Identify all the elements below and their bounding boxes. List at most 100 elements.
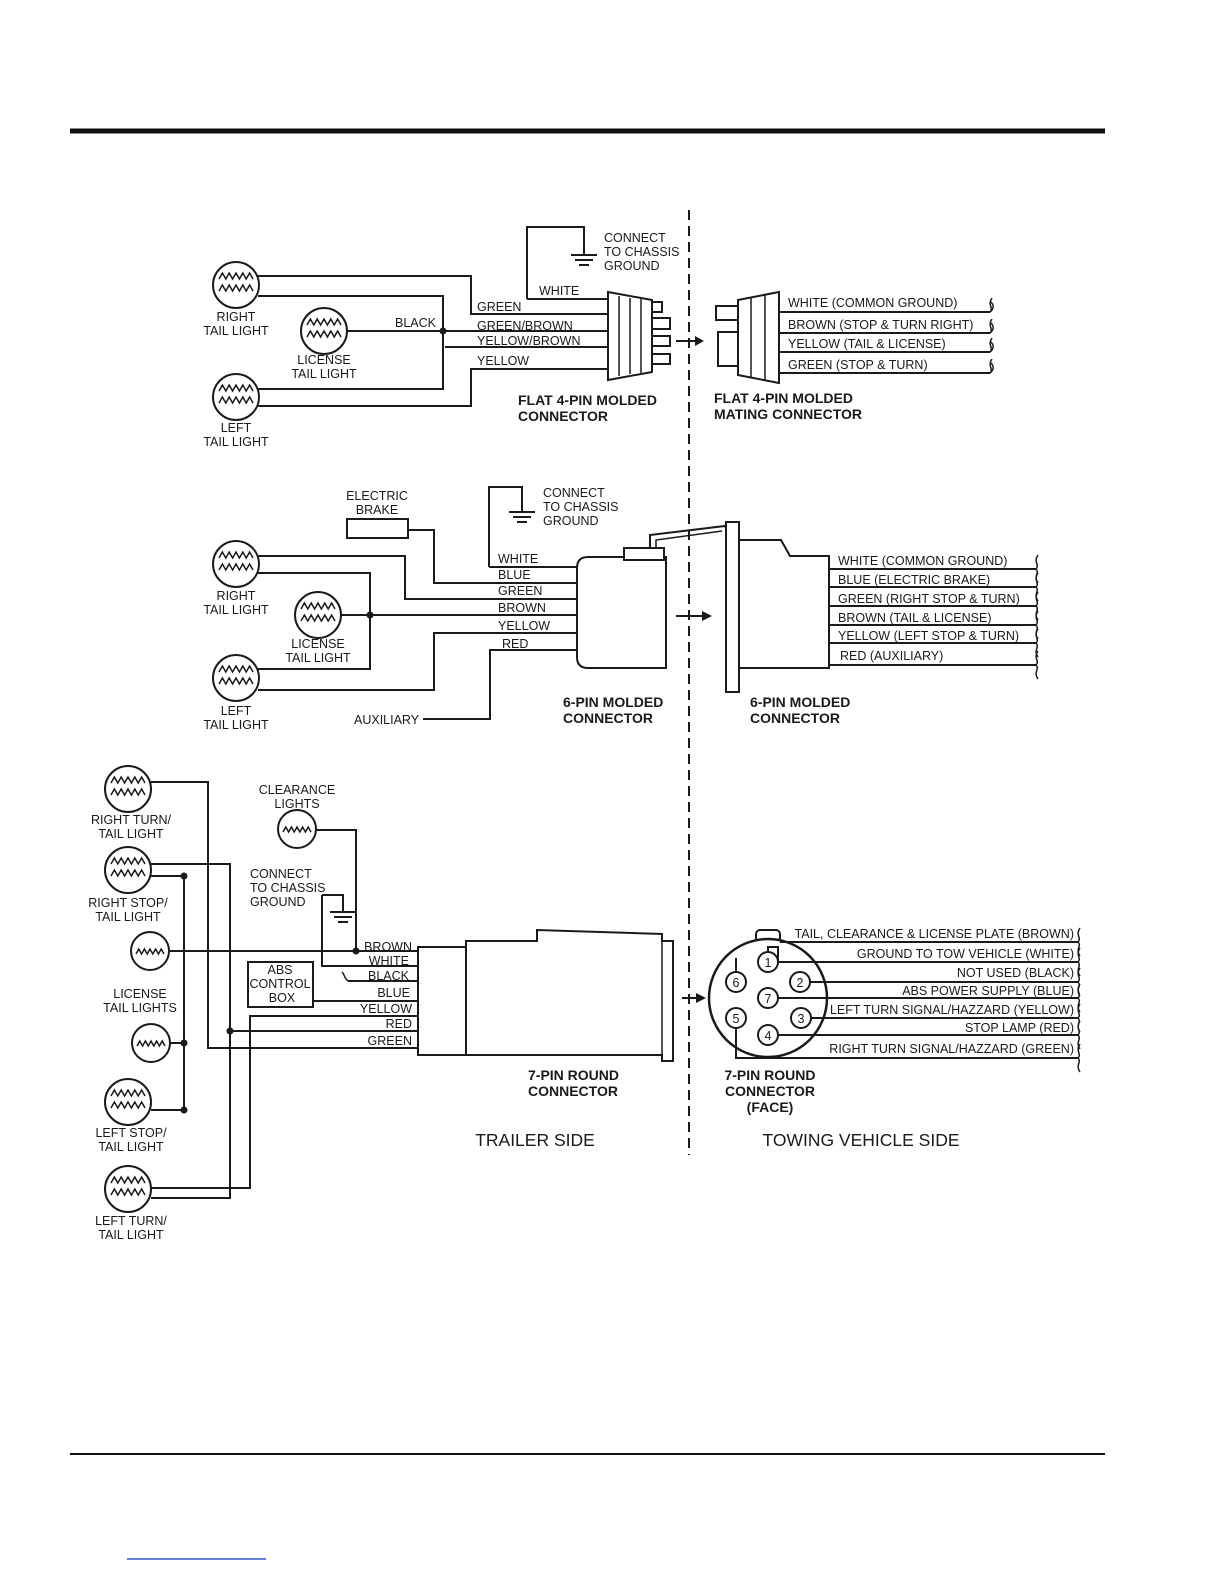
left-turn-tail-light-icon [104, 1165, 152, 1213]
d3-face-label-3: (FACE) [747, 1099, 794, 1115]
d1-mating-label-1: FLAT 4-PIN MOLDED [714, 390, 853, 406]
d1-ground-label-1: CONNECT [604, 231, 666, 245]
d3-ground-label-3: GROUND [250, 895, 306, 909]
d3-license-label-1: LICENSE [113, 987, 167, 1001]
pin-5: 5 [725, 1007, 747, 1029]
d2-wire-brown: BROWN [498, 601, 546, 615]
pin-1: 1 [757, 951, 779, 973]
svg-text:6: 6 [733, 976, 740, 990]
left-stop-tail-light-icon [104, 1078, 152, 1126]
seven-pin-diagram: 1 2 3 4 5 6 7 RIGHT TURN/ TAIL LIGHT RIG… [88, 765, 1081, 1242]
d1-ground-label-2: TO CHASSIS [604, 245, 679, 259]
d2-brake-label-1: ELECTRIC [346, 489, 408, 503]
d1-left-tail-label-2: TAIL LIGHT [203, 435, 269, 449]
d3-right-stop-label-1: RIGHT STOP/ [88, 896, 168, 910]
right-tail-light-icon [212, 261, 260, 309]
d2-vehicle-wire-4: BROWN (TAIL & LICENSE) [838, 611, 992, 625]
d2-wire-white: WHITE [498, 552, 538, 566]
license-tail-light-icon [300, 307, 348, 355]
d3-vehicle-wire-4: ABS POWER SUPPLY (BLUE) [902, 984, 1074, 998]
license-tail-light-icon [294, 591, 342, 639]
d2-wire-red: RED [502, 637, 528, 651]
d1-wire-green: GREEN [477, 300, 521, 314]
pin-2: 2 [789, 971, 811, 993]
flat-4pin-diagram: CONNECT TO CHASSIS GROUND RIGHT TAIL LIG… [203, 226, 994, 449]
d3-vehicle-wire-3: NOT USED (BLACK) [957, 966, 1074, 980]
d3-clearance-label-2: LIGHTS [274, 797, 319, 811]
d3-left-stop-label-2: TAIL LIGHT [98, 1140, 164, 1154]
d3-left-stop-label-1: LEFT STOP/ [95, 1126, 167, 1140]
d3-right-turn-label-1: RIGHT TURN/ [91, 813, 172, 827]
d3-right-turn-label-2: TAIL LIGHT [98, 827, 164, 841]
d3-clearance-label-1: CLEARANCE [259, 783, 335, 797]
d1-license-label-2: TAIL LIGHT [291, 367, 357, 381]
svg-text:5: 5 [733, 1012, 740, 1026]
d3-face-label-2: CONNECTOR [725, 1083, 815, 1099]
d3-abs-label-2: CONTROL [249, 977, 310, 991]
d3-left-turn-label-1: LEFT TURN/ [95, 1214, 167, 1228]
d1-vehicle-wire-2: BROWN (STOP & TURN RIGHT) [788, 318, 973, 332]
svg-text:3: 3 [798, 1012, 805, 1026]
svg-text:1: 1 [765, 956, 772, 970]
pin-4: 4 [757, 1024, 779, 1046]
left-tail-light-icon [212, 654, 260, 702]
right-tail-light-icon [212, 540, 260, 588]
d2-wire-green: GREEN [498, 584, 542, 598]
d3-right-stop-label-2: TAIL LIGHT [95, 910, 161, 924]
pin-6: 6 [725, 971, 747, 993]
d3-wire-blue: BLUE [377, 986, 410, 1000]
pin-7: 7 [757, 987, 779, 1009]
pin-3: 3 [790, 1007, 812, 1029]
d3-abs-label-3: BOX [269, 991, 296, 1005]
d3-vehicle-wire-6: STOP LAMP (RED) [965, 1021, 1074, 1035]
d1-right-tail-label-2: TAIL LIGHT [203, 324, 269, 338]
d1-mating-label-2: MATING CONNECTOR [714, 406, 862, 422]
d1-wire-green-brown: GREEN/BROWN [477, 319, 573, 333]
d2-mating-label-1: 6-PIN MOLDED [750, 694, 850, 710]
d2-vehicle-wire-2: BLUE (ELECTRIC BRAKE) [838, 573, 990, 587]
d2-vehicle-wire-1: WHITE (COMMON GROUND) [838, 554, 1007, 568]
d3-connector-label-1: 7-PIN ROUND [528, 1067, 619, 1083]
d3-face-label-1: 7-PIN ROUND [724, 1067, 815, 1083]
d2-license-label-1: LICENSE [291, 637, 345, 651]
d2-left-tail-label-2: TAIL LIGHT [203, 718, 269, 732]
d1-connector-label-2: CONNECTOR [518, 408, 608, 424]
license-light-top-icon [130, 931, 170, 971]
d2-connector-label-1: 6-PIN MOLDED [563, 694, 663, 710]
trailer-side-label: TRAILER SIDE [475, 1130, 595, 1150]
d1-connector-label-1: FLAT 4-PIN MOLDED [518, 392, 657, 408]
d1-wire-yellow-brown: YELLOW/BROWN [477, 334, 581, 348]
d2-left-tail-label-1: LEFT [221, 704, 252, 718]
d2-right-tail-label-1: RIGHT [217, 589, 256, 603]
d2-auxiliary-label: AUXILIARY [354, 713, 420, 727]
d2-mating-label-2: CONNECTOR [750, 710, 840, 726]
d2-right-tail-label-2: TAIL LIGHT [203, 603, 269, 617]
left-tail-light-icon [212, 373, 260, 421]
d2-license-label-2: TAIL LIGHT [285, 651, 351, 665]
right-turn-tail-light-icon [104, 765, 152, 813]
d3-wire-yellow: YELLOW [360, 1002, 412, 1016]
d1-left-tail-label-1: LEFT [221, 421, 252, 435]
d1-ground-label-3: GROUND [604, 259, 660, 273]
d2-vehicle-wire-3: GREEN (RIGHT STOP & TURN) [838, 592, 1020, 606]
electric-brake-box [346, 518, 409, 539]
d3-connector-label-2: CONNECTOR [528, 1083, 618, 1099]
d3-wire-black: BLACK [368, 969, 410, 983]
d1-vehicle-wire-1: WHITE (COMMON GROUND) [788, 296, 957, 310]
d1-black-label: BLACK [395, 316, 437, 330]
towing-side-label: TOWING VEHICLE SIDE [762, 1130, 959, 1150]
abs-control-box [247, 961, 314, 1008]
d1-vehicle-wire-3: YELLOW (TAIL & LICENSE) [788, 337, 946, 351]
svg-text:4: 4 [765, 1029, 772, 1043]
d3-wire-white: WHITE [369, 954, 409, 968]
d3-vehicle-wire-7: RIGHT TURN SIGNAL/HAZZARD (GREEN) [829, 1042, 1074, 1056]
license-light-bottom-icon [131, 1023, 171, 1063]
right-stop-tail-light-icon [104, 846, 152, 894]
d3-wire-green: GREEN [368, 1034, 412, 1048]
svg-text:2: 2 [797, 976, 804, 990]
d2-ground-label-1: CONNECT [543, 486, 605, 500]
d2-brake-label-2: BRAKE [356, 503, 398, 517]
d3-vehicle-wire-1: TAIL, CLEARANCE & LICENSE PLATE (BROWN) [795, 927, 1074, 941]
d2-vehicle-wire-5: YELLOW (LEFT STOP & TURN) [838, 629, 1019, 643]
